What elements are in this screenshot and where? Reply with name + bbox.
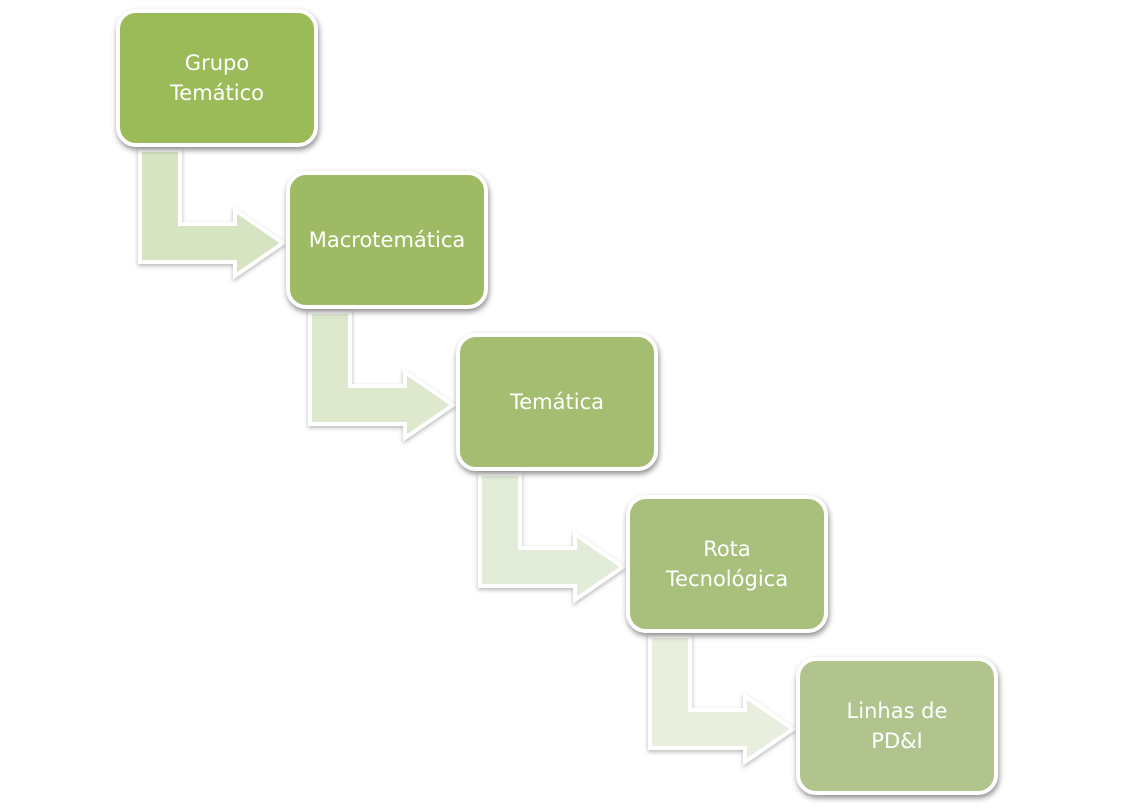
connector-arrow-1 [138, 148, 287, 280]
step-box-grupo-tematico: Grupo Temático [116, 9, 318, 147]
step-label: Temática [510, 390, 604, 414]
step-box-macrotematica: Macrotemática [286, 171, 488, 309]
connector-arrow-4 [648, 634, 797, 766]
step-label: Linhas de PD&I [846, 699, 948, 753]
step-box-linhas-pdi: Linhas de PD&I [796, 657, 998, 795]
step-box-rota-tecnologica: Rota Tecnológica [626, 495, 828, 633]
step-box-tematica: Temática [456, 333, 658, 471]
step-label: Macrotemática [308, 228, 466, 252]
step-label: Rota Tecnológica [665, 537, 789, 591]
step-label: Grupo Temático [170, 51, 264, 105]
connector-arrow-3 [478, 472, 627, 604]
connector-arrow-2 [308, 310, 457, 442]
